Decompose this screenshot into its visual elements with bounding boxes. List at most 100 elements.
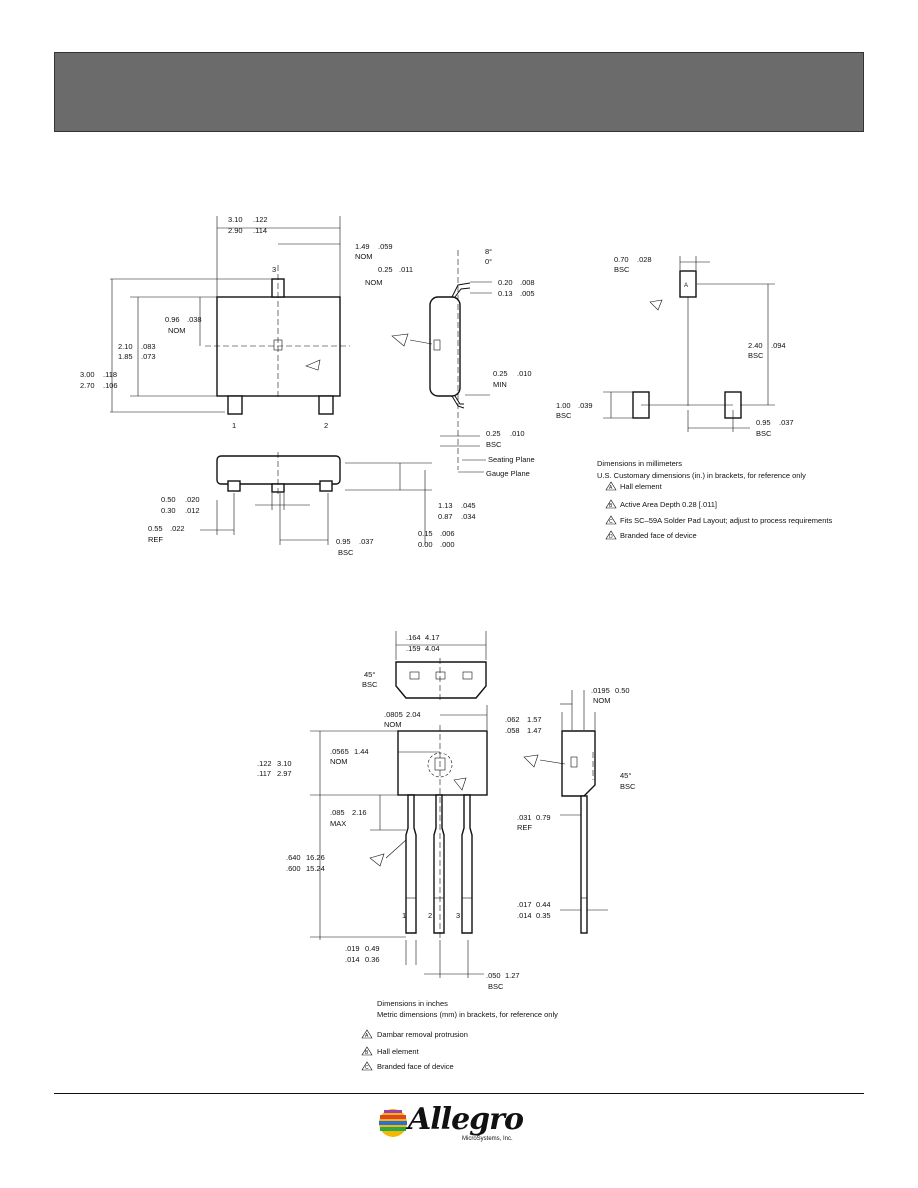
svg-text:.118: .118: [103, 370, 117, 379]
svg-text:BSC: BSC: [556, 411, 572, 420]
svg-text:0.55: 0.55: [148, 524, 163, 533]
svg-text:BSC: BSC: [756, 429, 772, 438]
svg-text:3.10: 3.10: [277, 759, 292, 768]
svg-text:.005: .005: [520, 289, 535, 298]
svg-text:.094: .094: [771, 341, 786, 350]
svg-text:Branded face of device: Branded face of device: [620, 531, 697, 540]
svg-text:0.20: 0.20: [498, 278, 513, 287]
svg-text:.0195: .0195: [591, 686, 610, 695]
svg-text:NOM: NOM: [355, 252, 373, 261]
svg-text:MAX: MAX: [330, 819, 346, 828]
svg-text:0.95: 0.95: [336, 537, 351, 546]
svg-text:0.15: 0.15: [418, 529, 433, 538]
svg-text:.014: .014: [345, 955, 360, 964]
svg-text:NOM: NOM: [365, 278, 383, 287]
svg-text:.062: .062: [505, 715, 520, 724]
sot-side-view: 0.25 .011 NOM 8° 0° 0.20 .008 0.13 .005 …: [365, 247, 535, 478]
svg-text:Seating Plane: Seating Plane: [488, 455, 535, 464]
svg-text:1.49: 1.49: [355, 242, 370, 251]
svg-text:Hall element: Hall element: [620, 482, 663, 491]
svg-text:2.40: 2.40: [748, 341, 763, 350]
svg-text:.028: .028: [637, 255, 652, 264]
svg-text:.600: .600: [286, 864, 301, 873]
svg-text:1.85: 1.85: [118, 352, 133, 361]
svg-text:1.00: 1.00: [556, 401, 571, 410]
sot-end-view: 0.50 .020 0.30 .012 0.55 .022 REF 0.95 .…: [148, 452, 476, 557]
svg-text:.122: .122: [253, 215, 268, 224]
svg-text:0.50: 0.50: [615, 686, 630, 695]
svg-text:D: D: [609, 534, 613, 540]
svg-text:A: A: [609, 485, 613, 491]
svg-text:.000: .000: [440, 540, 455, 549]
svg-text:.022: .022: [170, 524, 185, 533]
svg-text:3.00: 3.00: [80, 370, 95, 379]
svg-text:.083: .083: [141, 342, 156, 351]
svg-text:2.70: 2.70: [80, 381, 95, 390]
svg-text:C: C: [365, 1065, 369, 1071]
svg-text:0.30: 0.30: [161, 506, 176, 515]
svg-text:4.17: 4.17: [425, 633, 440, 642]
sip-notes: Dimensions in inches Metric dimensions (…: [361, 999, 558, 1071]
svg-text:BSC: BSC: [362, 680, 378, 689]
svg-text:0.25: 0.25: [493, 369, 508, 378]
svg-text:15.24: 15.24: [306, 864, 325, 873]
svg-text:1.47: 1.47: [527, 726, 542, 735]
svg-text:0.50: 0.50: [161, 495, 176, 504]
svg-text:3: 3: [456, 911, 460, 920]
svg-text:0.87: 0.87: [438, 512, 453, 521]
svg-text:0.95: 0.95: [756, 418, 771, 427]
allegro-logo: Allegro MicroSystems, Inc.: [378, 1102, 543, 1148]
svg-text:0.96: 0.96: [165, 315, 180, 324]
svg-text:45°: 45°: [364, 670, 375, 679]
svg-text:Hall element: Hall element: [377, 1047, 420, 1056]
svg-text:.010: .010: [510, 429, 525, 438]
svg-text:0°: 0°: [485, 257, 492, 266]
svg-text:REF: REF: [148, 535, 163, 544]
logo-subtitle: MicroSystems, Inc.: [462, 1136, 513, 1142]
svg-text:.031: .031: [517, 813, 532, 822]
svg-text:0.49: 0.49: [365, 944, 380, 953]
svg-text:0.13: 0.13: [498, 289, 513, 298]
svg-text:.159: .159: [406, 644, 421, 653]
svg-text:0.36: 0.36: [365, 955, 380, 964]
svg-text:1.27: 1.27: [505, 971, 520, 980]
svg-text:.019: .019: [345, 944, 360, 953]
svg-text:2: 2: [324, 421, 328, 430]
header-bar: [54, 52, 864, 132]
svg-text:Fits SC–59A Solder Pad Layout;: Fits SC–59A Solder Pad Layout; adjust to…: [620, 516, 832, 525]
svg-text:0.70: 0.70: [614, 255, 629, 264]
svg-text:B: B: [609, 503, 613, 509]
svg-text:BSC: BSC: [338, 548, 354, 557]
svg-text:BSC: BSC: [748, 351, 764, 360]
svg-text:Dambar removal protrusion: Dambar removal protrusion: [377, 1030, 468, 1039]
svg-text:2.90: 2.90: [228, 226, 243, 235]
svg-text:BSC: BSC: [488, 982, 504, 991]
svg-text:MIN: MIN: [493, 380, 507, 389]
svg-text:.037: .037: [779, 418, 794, 427]
svg-text:45°: 45°: [620, 771, 631, 780]
svg-text:.0565: .0565: [330, 747, 349, 756]
svg-text:.058: .058: [505, 726, 520, 735]
svg-text:1.13: 1.13: [438, 501, 453, 510]
svg-text:.0805: .0805: [384, 710, 403, 719]
svg-text:BSC: BSC: [614, 265, 630, 274]
svg-text:0.35: 0.35: [536, 911, 551, 920]
svg-text:.006: .006: [440, 529, 455, 538]
svg-text:1.44: 1.44: [354, 747, 369, 756]
sot-notes: Dimensions in millimeters U.S. Customary…: [597, 459, 832, 540]
svg-text:.038: .038: [187, 315, 202, 324]
svg-text:A: A: [365, 1033, 369, 1039]
svg-text:.014: .014: [517, 911, 532, 920]
svg-text:3: 3: [272, 265, 276, 274]
sot-pad-layout: A 0.70 .028 BSC 2.40 .094 BSC 1.00 .039 …: [556, 255, 794, 438]
sip-front-view: 1 2 3 .0805 2.04 NOM .0565 1.44 NOM .122…: [257, 705, 520, 991]
svg-text:0.00: 0.00: [418, 540, 433, 549]
svg-text:Dimensions in millimeters: Dimensions in millimeters: [597, 459, 682, 468]
svg-text:.640: .640: [286, 853, 301, 862]
svg-text:NOM: NOM: [168, 326, 186, 335]
svg-text:NOM: NOM: [384, 720, 402, 729]
svg-text:.117: .117: [257, 769, 271, 778]
svg-text:Active Area Depth 0.28 [.011]: Active Area Depth 0.28 [.011]: [620, 500, 717, 509]
sot-top-view: 3.10 .122 2.90 .114 1.49 .059 NOM 3 1 2 …: [80, 215, 393, 430]
svg-text:Dimensions in inches: Dimensions in inches: [377, 999, 448, 1008]
